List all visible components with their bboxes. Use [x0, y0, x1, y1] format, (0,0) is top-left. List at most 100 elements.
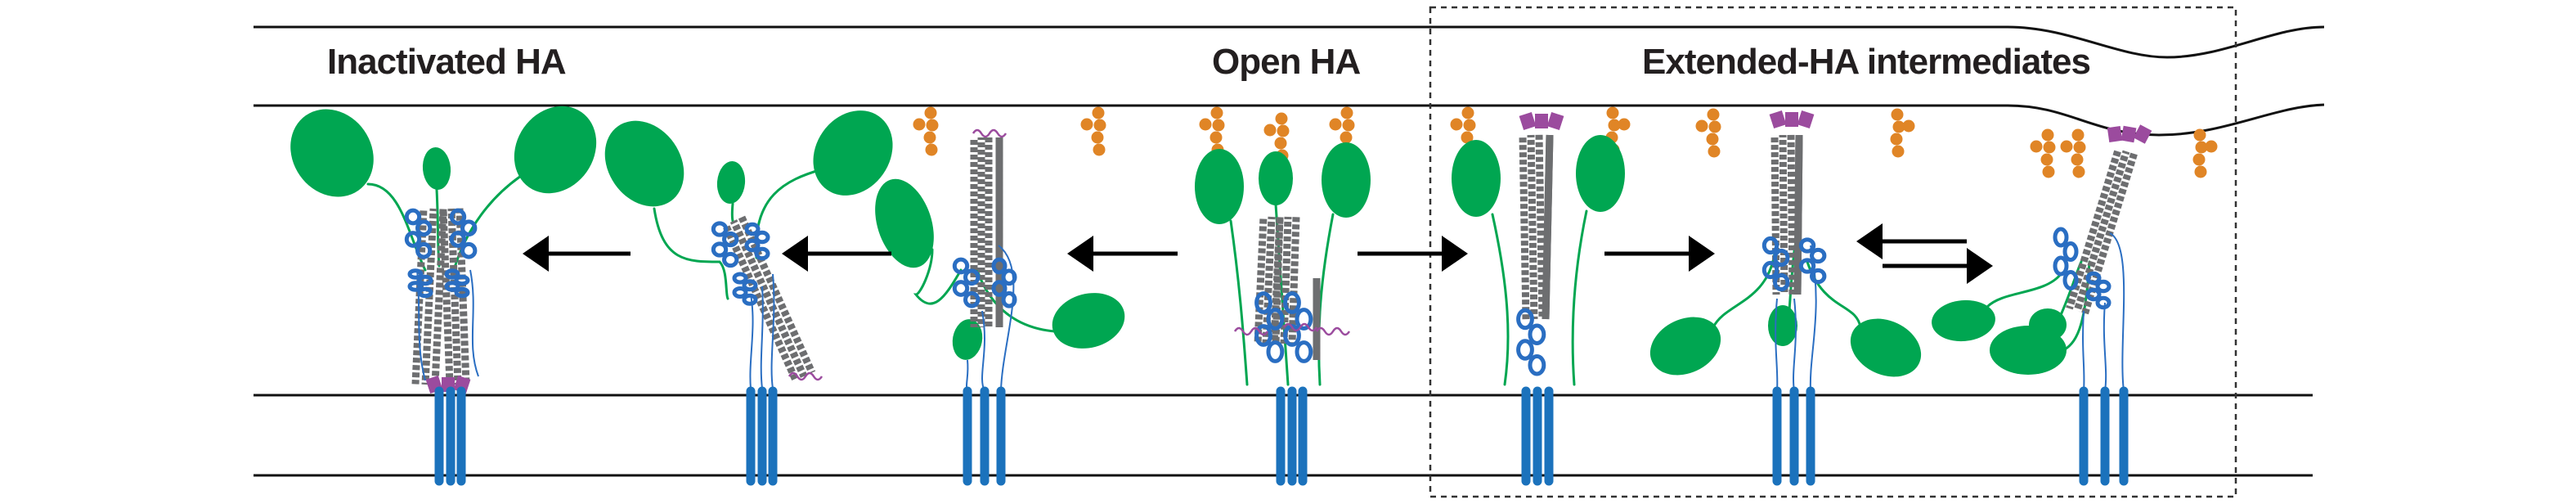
ha1-head-domain: [290, 109, 374, 197]
ha1-head-domain: [813, 110, 893, 196]
arrow-reverse-left: [1856, 223, 1967, 259]
head-linker: [1986, 272, 2062, 308]
fusion-peptide-free: [1315, 326, 1351, 336]
fusion-peptide-segment: [1546, 111, 1564, 131]
glycan-receptor-icon: [1890, 108, 1915, 158]
glycan-bead: [1461, 106, 1474, 119]
helix-coil: [1295, 340, 1313, 363]
glycan-bead: [2071, 153, 2084, 166]
helix-coil: [444, 281, 460, 292]
loop-strand: [998, 245, 1015, 392]
ha2-helix-bundle: [1793, 134, 1803, 295]
stage-extended-3: [1932, 124, 2152, 486]
helix-coil: [1773, 272, 1790, 292]
helix-coil: [963, 290, 981, 308]
arrow-left-icon: [523, 236, 631, 272]
transmembrane-domain: [1772, 386, 1815, 486]
receptor-glycans: [913, 106, 2218, 178]
ha2-helix-bundle: [1770, 134, 1797, 295]
glycan-bead: [1263, 124, 1277, 137]
glycan-bead: [1608, 119, 1621, 132]
glycan-bead: [1342, 119, 1355, 132]
arrow-head: [1856, 223, 1883, 259]
glycan-bead: [1707, 108, 1720, 121]
glycan-receptor-icon: [913, 106, 939, 156]
ha2-domain-detail: [444, 268, 470, 299]
ha2-domain-detail: [2053, 227, 2079, 290]
glycan-bead: [1450, 118, 1463, 131]
label-extended-ha-intermediates: Extended-HA intermediates: [1642, 42, 2090, 82]
head-linker: [1229, 219, 1249, 386]
ha1-head-domain: [1990, 326, 2067, 375]
fusion-peptide-segment: [2133, 124, 2152, 144]
arrow-head: [1967, 248, 1993, 284]
glycan-receptor-icon: [1695, 108, 1721, 158]
loop-strand: [2082, 310, 2085, 392]
helix-coil: [417, 286, 433, 299]
alpha-helix: [439, 209, 454, 385]
glycan-bead: [1463, 119, 1476, 132]
helix-coil: [404, 231, 422, 248]
helix-coil: [454, 286, 470, 299]
fusion-peptide-free: [972, 128, 1008, 138]
transmembrane-domain: [1521, 386, 1554, 486]
helix-coil: [2062, 241, 2079, 262]
glycan-bead: [1329, 118, 1342, 131]
ha2-domain-detail: [744, 222, 770, 261]
fusion-peptide-icon: [2107, 124, 2152, 144]
alpha-helix: [1272, 216, 1284, 344]
alpha-helix: [1254, 216, 1268, 344]
ha-stages: [290, 106, 2152, 486]
fusion-peptide-free: [1233, 326, 1269, 336]
helix-coil: [1761, 236, 1779, 255]
stage-inactivated: [290, 106, 597, 486]
glycan-bead: [2040, 153, 2053, 166]
glycan-receptor-icon: [2030, 128, 2056, 178]
helix-coil: [991, 280, 1008, 297]
ha2-domain-detail: [1254, 291, 1285, 363]
ha2-domain-detail: [449, 208, 478, 259]
ha2-domain-detail: [407, 268, 433, 299]
helix-coil: [1266, 340, 1285, 363]
loop-strand: [1793, 298, 1797, 392]
glycan-bead: [2030, 140, 2043, 153]
helix-coil: [754, 230, 770, 245]
ha1-head-domain: [514, 106, 597, 194]
glycan-bead: [2042, 165, 2055, 178]
glycan-bead: [1199, 118, 1212, 131]
helix-coil: [711, 241, 729, 258]
ha2-domain-detail: [404, 208, 433, 259]
alpha-helix: [1793, 134, 1803, 295]
glycan-bead: [1274, 137, 1287, 150]
glycan-bead: [1209, 131, 1223, 144]
ha1-head-domain: [1052, 293, 1125, 349]
fusion-peptide-segment: [1797, 110, 1815, 129]
fusion-peptide-segment: [2107, 125, 2123, 143]
alpha-helix: [721, 223, 800, 382]
glycan-bead: [1092, 106, 1105, 119]
loop-strand: [469, 269, 479, 377]
glycan-bead: [1695, 119, 1708, 133]
head-linker: [1571, 209, 1588, 386]
alpha-helix: [2081, 152, 2138, 315]
glycan-bead: [1277, 124, 1290, 137]
glycan-bead: [925, 143, 938, 156]
arrow-right-icon: [1358, 236, 1468, 272]
helix-coil: [407, 281, 424, 292]
helix-coil: [754, 246, 770, 261]
transmembrane-domain: [2079, 386, 2129, 486]
glycan-bead: [1093, 119, 1106, 132]
ha1-head-domain: [716, 161, 746, 204]
glycan-bead: [1618, 118, 1631, 131]
alpha-helix: [1519, 135, 1530, 320]
transition-arrows: [523, 223, 1993, 284]
helix-coil: [415, 241, 433, 259]
ha1-head-domain: [1768, 305, 1797, 346]
arrow-left-icon: [782, 236, 891, 272]
helix-coil: [444, 268, 460, 280]
alpha-helix: [1280, 216, 1292, 344]
fusion-peptide-segment: [1535, 114, 1548, 128]
loop-strand: [1775, 298, 1779, 392]
loop-strand: [749, 294, 754, 389]
